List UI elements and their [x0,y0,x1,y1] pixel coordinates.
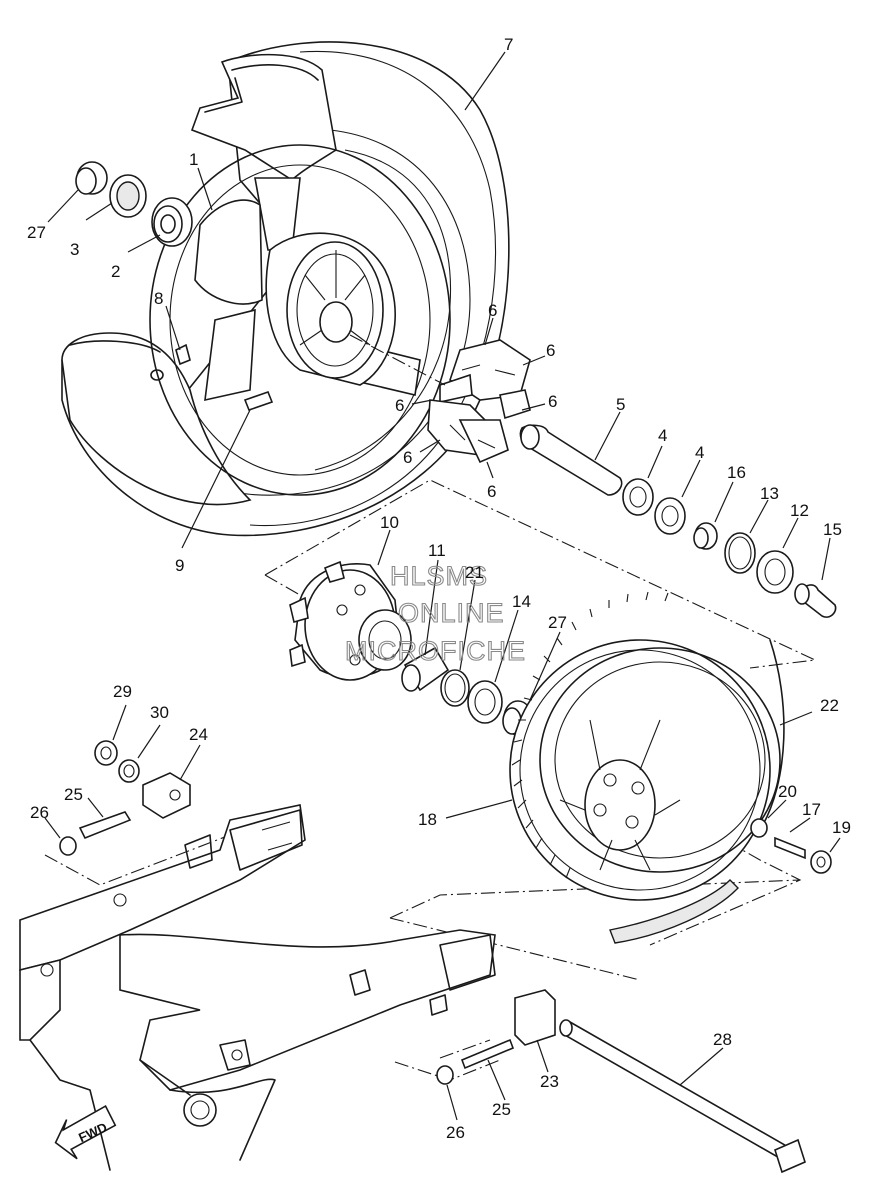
callout-18: 18 [418,810,437,829]
adjuster-parts [59,740,556,1085]
callout-12: 12 [790,501,809,520]
callout-6-left: 6 [395,396,404,415]
callout-6-top: 6 [488,301,497,320]
callout-4-left: 4 [658,426,667,445]
callout-6-bottom: 6 [487,482,496,501]
callout-26-bottom: 26 [446,1123,465,1142]
callout-10: 10 [380,513,399,532]
callout-9: 9 [175,556,184,575]
callout-22: 22 [820,696,839,715]
watermark-line-1: HLSMS [390,561,488,591]
callout-19: 19 [832,818,851,837]
watermark: HLSMS ONLINE MICROFICHE [344,560,526,666]
callout-1: 1 [189,150,198,169]
callout-30: 30 [150,703,169,722]
callout-29: 29 [113,682,132,701]
callout-labels: 1 2 3 27 7 8 9 6 6 6 6 6 6 5 4 4 16 13 1… [27,35,851,1142]
callout-26-left: 26 [30,803,49,822]
callout-27-upper: 27 [27,223,46,242]
callout-16: 16 [727,463,746,482]
callout-3: 3 [70,240,79,259]
callout-6-right: 6 [548,392,557,411]
callout-4-right: 4 [695,443,704,462]
callout-11: 11 [428,541,446,560]
callout-25-left: 25 [64,785,83,804]
callout-7: 7 [504,35,513,54]
collar-27-left [75,161,108,195]
callout-23: 23 [540,1072,559,1091]
damper-set [427,339,531,464]
callout-27-lower: 27 [548,613,567,632]
callout-6-lower-left: 6 [403,448,412,467]
right-hub-parts [519,424,837,618]
swingarm [19,804,496,1171]
watermark-line-3: MICROFICHE [345,636,526,666]
callout-17: 17 [802,800,821,819]
left-bearings [75,161,193,247]
leader-lines [44,51,841,1121]
bearing-2 [151,197,193,247]
rear-axle [559,1019,806,1174]
watermark-line-2: ONLINE [398,598,505,628]
callout-2: 2 [111,262,120,281]
callout-15: 15 [823,520,842,539]
callout-24: 24 [189,725,208,744]
callout-13: 13 [760,484,779,503]
callout-25-bottom: 25 [492,1100,511,1119]
rear-wheel-assembly [61,41,510,537]
callout-8: 8 [154,289,163,308]
callout-5: 5 [616,395,625,414]
callout-28: 28 [713,1030,732,1049]
callout-20: 20 [778,782,797,801]
callout-6-upper-right: 6 [546,341,555,360]
oil-seal-3 [109,174,147,218]
forward-arrow [54,1104,117,1160]
pulley-fasteners [750,818,832,874]
drive-pulley [509,591,785,944]
callout-14: 14 [512,592,531,611]
callout-21: 21 [465,563,484,582]
